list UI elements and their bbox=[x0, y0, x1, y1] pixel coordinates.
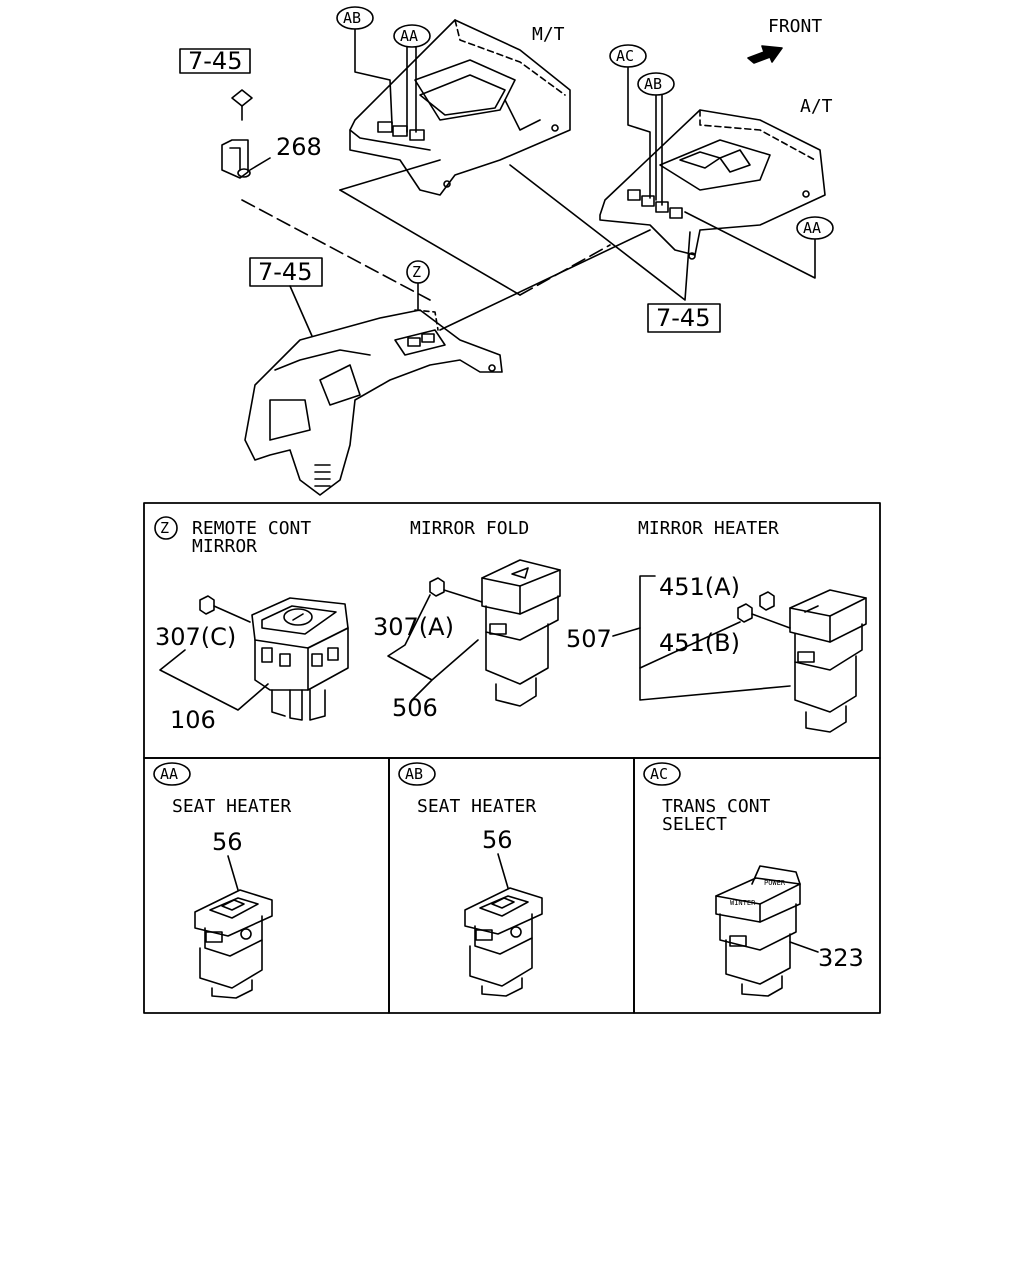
trans-cont-switch-icon: WINTER POWER bbox=[715, 865, 801, 997]
clip-icon bbox=[221, 139, 249, 179]
part-506-label: 506 bbox=[392, 694, 438, 722]
panel-ab-code-badge bbox=[398, 762, 436, 786]
panel-aa-title: SEAT HEATER bbox=[172, 796, 291, 817]
panel-ab: AB SEAT HEATER 56 bbox=[398, 762, 543, 997]
part-56-ab-label: 56 bbox=[482, 826, 513, 854]
panel-ab-title: SEAT HEATER bbox=[417, 796, 536, 817]
panel-ac: AC TRANS CONT SELECT WINTER POWER 323 bbox=[643, 762, 864, 997]
panel-ac-title-line2: SELECT bbox=[662, 814, 727, 835]
part-323-label: 323 bbox=[818, 944, 864, 972]
ref-box-right bbox=[647, 303, 721, 333]
mt-label: M/T bbox=[532, 24, 565, 45]
ref-left-text: 7-45 bbox=[188, 47, 242, 75]
callout-aa-at-text: AA bbox=[803, 219, 821, 237]
ref-right-text: 7-45 bbox=[656, 304, 710, 332]
part-106-label: 106 bbox=[170, 706, 216, 734]
panel-ac-code: AC bbox=[650, 765, 668, 783]
ref-box-left bbox=[179, 48, 251, 74]
panel-ac-title: TRANS CONT bbox=[662, 796, 771, 817]
bracket-assembly: 7-45 268 bbox=[179, 47, 322, 179]
part-451a-label: 451(A) bbox=[659, 573, 740, 601]
panel-aa: AA SEAT HEATER 56 bbox=[153, 762, 291, 999]
ref-center-text: 7-45 bbox=[258, 258, 312, 286]
seat-heater-switch-ab-icon bbox=[464, 887, 543, 997]
mirror-fold-title: MIRROR FOLD bbox=[410, 518, 529, 539]
winter-button-label: WINTER bbox=[730, 899, 756, 907]
mirror-fold-switch-icon bbox=[429, 559, 561, 707]
callout-ab-at-text: AB bbox=[644, 75, 662, 93]
at-label: A/T bbox=[800, 96, 833, 117]
part-56-aa-label: 56 bbox=[212, 828, 243, 856]
front-arrow-icon bbox=[747, 45, 783, 64]
callout-ab-mt-text: AB bbox=[343, 9, 361, 27]
mirror-heater-title: MIRROR HEATER bbox=[638, 518, 779, 539]
mt-console: M/T AB AA bbox=[336, 6, 571, 196]
front-indicator: FRONT bbox=[747, 16, 822, 64]
part-507-label: 507 bbox=[566, 625, 612, 653]
panel-ac-frame bbox=[633, 757, 881, 1014]
remote-mirror-switch-icon bbox=[199, 595, 349, 721]
lower-console: 7-45 Z bbox=[244, 257, 503, 496]
detail-panels bbox=[143, 502, 881, 1014]
panel-z-code: Z bbox=[160, 519, 169, 537]
panel-z: Z REMOTE CONT MIRROR MIRROR FOLD MIRROR … bbox=[154, 516, 867, 734]
panel-ab-code: AB bbox=[405, 765, 423, 783]
callout-aa-mt bbox=[393, 24, 431, 48]
power-button-label: POWER bbox=[764, 879, 786, 887]
panel-aa-code: AA bbox=[160, 765, 178, 783]
screw-icon bbox=[231, 89, 253, 107]
panel-aa-code-badge bbox=[153, 762, 191, 786]
panel-ac-code-badge bbox=[643, 762, 681, 786]
at-console: A/T AC AB AA bbox=[599, 44, 834, 279]
part-268-label: 268 bbox=[276, 133, 322, 161]
ref-box-center bbox=[249, 257, 323, 287]
callout-z-top-text: Z bbox=[412, 263, 421, 281]
remote-cont-title-line2: MIRROR bbox=[192, 536, 257, 557]
part-307c-label: 307(C) bbox=[155, 623, 236, 651]
panel-z-code-badge bbox=[154, 516, 178, 540]
front-label: FRONT bbox=[768, 16, 822, 37]
mirror-heater-switch-icon bbox=[737, 589, 867, 733]
seat-heater-switch-aa-icon bbox=[194, 889, 273, 999]
callout-aa-mt-text: AA bbox=[400, 27, 418, 45]
callout-ac-at-text: AC bbox=[616, 47, 634, 65]
top-leader-lines bbox=[241, 159, 691, 331]
remote-cont-title: REMOTE CONT bbox=[192, 518, 311, 539]
